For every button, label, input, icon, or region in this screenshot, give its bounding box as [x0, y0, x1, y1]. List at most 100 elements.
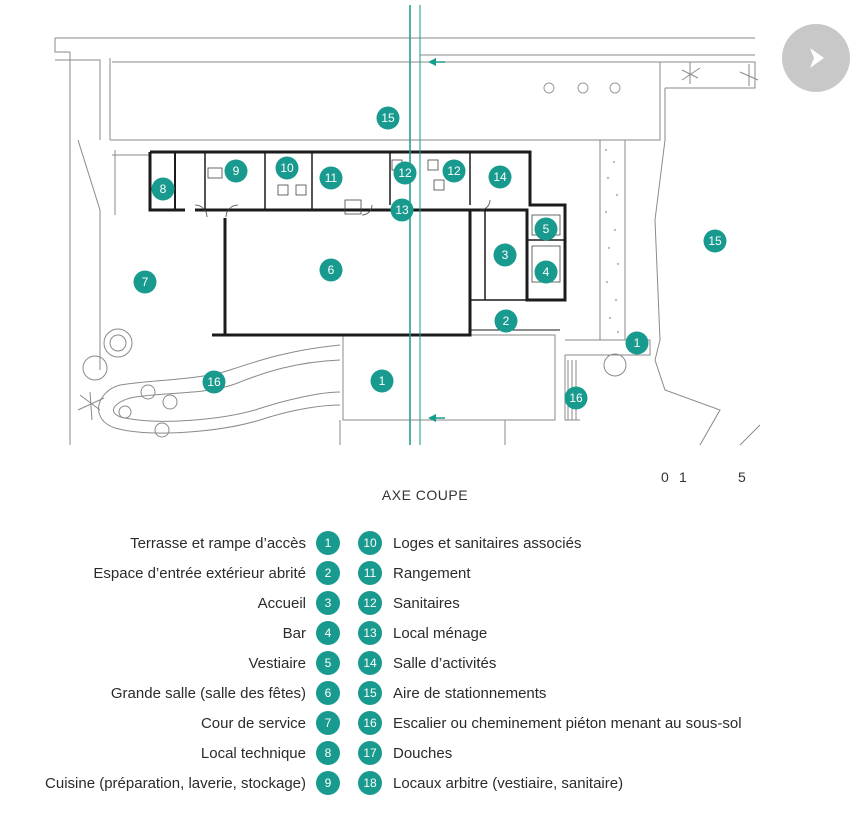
- legend-label: Sanitaires: [393, 594, 460, 612]
- hedge-strip: [604, 148, 620, 334]
- legend-label: Local ménage: [393, 624, 488, 642]
- legend-item: Local technique 8: [201, 740, 340, 766]
- plan-badge-number: 16: [207, 375, 221, 389]
- section-axis: [409, 5, 445, 445]
- building-walls: [148, 150, 567, 337]
- plan-badge-circle: [319, 166, 343, 190]
- plan-badge-circle: [493, 243, 517, 267]
- plan-badge: 6: [319, 258, 343, 282]
- legend-number: 9: [316, 771, 340, 795]
- plan-badge-circle: [376, 106, 400, 130]
- plan-badge-number: 3: [502, 248, 509, 262]
- legend-item: 18 Locaux arbitre (vestiaire, sanitaire): [358, 770, 623, 796]
- legend-number: 13: [358, 621, 382, 645]
- plan-badge: 9: [224, 159, 248, 183]
- scale-label-one: 1: [679, 469, 687, 485]
- scale-label-five: 5: [738, 469, 746, 485]
- plan-badge: 14: [488, 165, 512, 189]
- plan-badge-number: 8: [160, 182, 167, 196]
- plan-badge-number: 1: [634, 336, 641, 350]
- legend-label: Locaux arbitre (vestiaire, sanitaire): [393, 774, 624, 792]
- legend-number: 18: [358, 771, 382, 795]
- plan-badge-number: 5: [543, 222, 550, 236]
- legend-label: Local technique: [200, 744, 306, 762]
- plan-badge-circle: [564, 386, 588, 410]
- plan-badge-number: 10: [280, 161, 294, 175]
- plan-badge-circle: [224, 159, 248, 183]
- plan-badge-number: 11: [325, 171, 338, 185]
- legend-label: Loges et sanitaires associés: [393, 534, 582, 552]
- plan-badge-number: 15: [708, 234, 722, 248]
- legend-number: 2: [316, 561, 340, 585]
- plan-badge-circle: [488, 165, 512, 189]
- legend-item: Cuisine (préparation, laverie, stockage)…: [45, 770, 340, 796]
- legend-label: Salle d’activités: [393, 654, 497, 672]
- plan-badge: 2: [494, 309, 518, 333]
- legend-number: 12: [358, 591, 382, 615]
- plan-badge-circle: [393, 161, 417, 185]
- legend-number: 15: [358, 681, 382, 705]
- plan-badge: 5: [534, 217, 558, 241]
- legend-item: Accueil 3: [258, 590, 340, 616]
- plan-badge: 16: [564, 386, 588, 410]
- axis-caption: AXE COUPE: [381, 487, 469, 503]
- legend-label: Vestiaire: [248, 654, 306, 672]
- legend-item: Bar 4: [283, 620, 340, 646]
- legend-number: 11: [358, 561, 382, 585]
- plan-badge-circle: [390, 198, 414, 222]
- plan-badge-number: 1: [379, 374, 386, 388]
- plan-badge: 12: [393, 161, 417, 185]
- plan-badge: 16: [202, 370, 226, 394]
- plan-badge: 15: [703, 229, 727, 253]
- plan-badge-number: 12: [447, 164, 461, 178]
- legend-item: 11 Rangement: [358, 560, 471, 586]
- legend-label: Escalier ou cheminement piéton menant au…: [393, 714, 742, 732]
- plan-badge-number: 15: [381, 111, 395, 125]
- site-context: [54, 37, 761, 446]
- legend-number: 10: [358, 531, 382, 555]
- legend-number: 1: [316, 531, 340, 555]
- legend-label: Cour de service: [200, 714, 306, 732]
- compass: [782, 24, 850, 92]
- plan-badge-number: 4: [543, 265, 550, 279]
- plan-badge-circle: [151, 177, 175, 201]
- legend-number: 4: [316, 621, 340, 645]
- legend-number: 14: [358, 651, 382, 675]
- legend-label: Douches: [393, 744, 453, 762]
- trees: [77, 62, 759, 438]
- legend-item: 12 Sanitaires: [358, 590, 460, 616]
- plan-badge: 4: [534, 260, 558, 284]
- legend-item: 10 Loges et sanitaires associés: [358, 530, 581, 556]
- legend-item: 15 Aire de stationnements: [358, 680, 546, 706]
- plan-badge-number: 16: [569, 391, 583, 405]
- legend-label: Aire de stationnements: [393, 684, 547, 702]
- plan-badge: 7: [133, 270, 157, 294]
- plan-badge-circle: [319, 258, 343, 282]
- legend-item: 13 Local ménage: [358, 620, 487, 646]
- plan-badge-number: 14: [493, 170, 507, 184]
- legend-item: Grande salle (salle des fêtes)6: [111, 680, 340, 706]
- plan-badge: 8: [151, 177, 175, 201]
- legend-label: Bar: [282, 624, 306, 642]
- legend-number: 3: [316, 591, 340, 615]
- legend-label: Rangement: [393, 564, 471, 582]
- legend-label: Grande salle (salle des fêtes): [110, 684, 306, 702]
- legend-number: 7: [316, 711, 340, 735]
- legend-number: 8: [316, 741, 340, 765]
- plan-badge-circle: [133, 270, 157, 294]
- north-arrow-icon: [810, 48, 824, 68]
- plan-badge: 15: [376, 106, 400, 130]
- plan-badge: 11: [319, 166, 343, 190]
- legend-label: Accueil: [257, 594, 306, 612]
- plan-badge: 10: [275, 156, 299, 180]
- plan-badge-number: 7: [142, 275, 149, 289]
- plan-badge-number: 6: [328, 263, 335, 277]
